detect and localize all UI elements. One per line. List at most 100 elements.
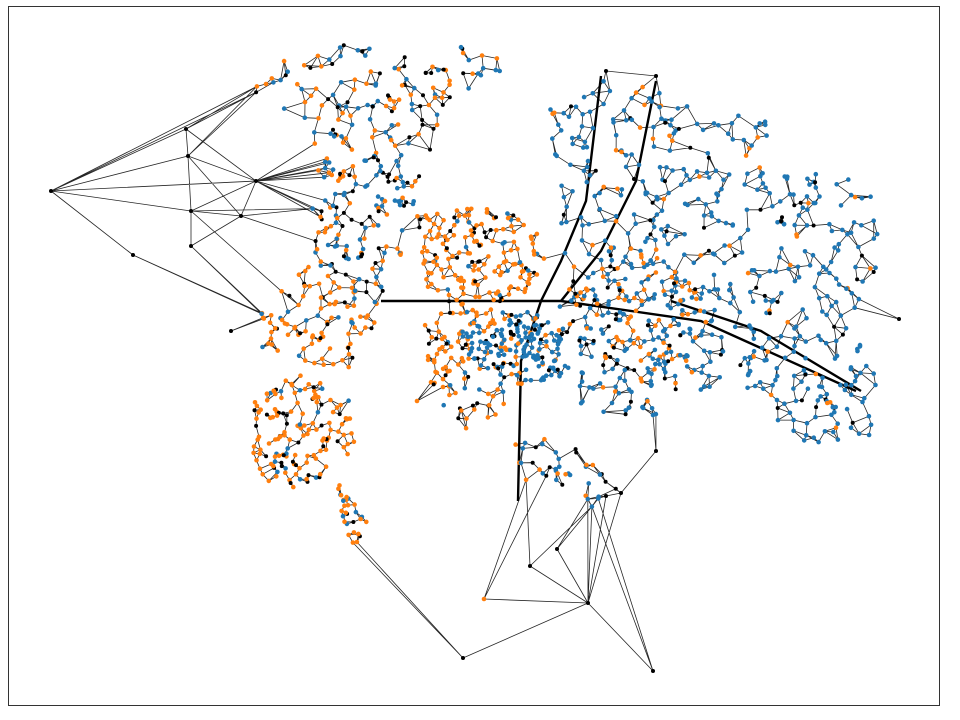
- node-cluster-b: [493, 412, 498, 417]
- node-cluster-a: [494, 327, 500, 333]
- node-cluster-a: [712, 287, 717, 292]
- node-unclassified: [508, 361, 513, 366]
- node-cluster-b: [697, 174, 702, 179]
- node-cluster-b: [391, 105, 397, 111]
- node-cluster-b: [318, 259, 324, 264]
- node-cluster-b: [525, 279, 530, 285]
- node-unclassified: [371, 155, 376, 160]
- node-cluster-a: [404, 76, 409, 82]
- node-cluster-b: [511, 239, 517, 245]
- node-cluster-a: [858, 370, 863, 376]
- node-unclassified: [370, 104, 375, 109]
- node-cluster-a: [333, 220, 339, 226]
- node-cluster-b: [296, 302, 301, 308]
- node-cluster-a: [398, 174, 404, 179]
- node-cluster-a: [665, 241, 671, 247]
- node-cluster-a: [378, 266, 384, 272]
- node-cluster-a: [297, 388, 303, 393]
- node-cluster-a: [502, 240, 507, 245]
- node-cluster-b: [679, 284, 685, 289]
- node-cluster-b: [322, 229, 328, 235]
- node-cluster-a: [567, 472, 573, 478]
- node-unclassified: [528, 564, 532, 568]
- node-cluster-a: [488, 349, 494, 355]
- node-cluster-a: [664, 333, 670, 339]
- node-unclassified: [584, 342, 589, 347]
- node-cluster-b: [311, 388, 317, 394]
- node-cluster-a: [682, 252, 687, 257]
- node-cluster-a: [597, 190, 602, 196]
- node-cluster-a: [657, 361, 662, 367]
- node-cluster-a: [409, 107, 415, 113]
- node-cluster-a: [817, 384, 822, 389]
- node-cluster-a: [578, 343, 584, 349]
- node-unclassified: [664, 229, 669, 234]
- node-cluster-a: [701, 348, 707, 354]
- node-cluster-a: [435, 67, 441, 73]
- node-cluster-b: [274, 413, 280, 418]
- node-cluster-a: [698, 296, 703, 301]
- node-cluster-a: [367, 117, 373, 122]
- node-cluster-b: [376, 205, 381, 211]
- node-unclassified: [405, 180, 410, 185]
- node-cluster-b: [317, 471, 323, 477]
- node-cluster-a: [728, 281, 733, 287]
- node-cluster-a: [505, 211, 510, 216]
- node-cluster-a: [601, 409, 606, 415]
- node-cluster-a: [791, 192, 796, 197]
- node-cluster-a: [476, 330, 482, 336]
- node-cluster-b: [276, 453, 282, 459]
- node-cluster-b: [452, 272, 458, 278]
- node-cluster-a: [763, 298, 769, 303]
- node-cluster-a: [805, 207, 810, 212]
- node-cluster-a: [715, 287, 721, 292]
- node-unclassified: [850, 420, 855, 425]
- node-cluster-b: [342, 503, 347, 509]
- node-unclassified: [840, 332, 845, 337]
- node-cluster-a: [856, 431, 862, 437]
- node-cluster-a: [482, 349, 488, 355]
- node-cluster-a: [609, 257, 615, 263]
- node-cluster-a: [272, 459, 278, 464]
- node-cluster-a: [662, 292, 668, 298]
- node-unclassified: [648, 218, 653, 223]
- node-cluster-b: [279, 317, 285, 323]
- node-unclassified: [319, 402, 324, 407]
- node-cluster-b: [260, 472, 265, 477]
- node-cluster-a: [545, 320, 551, 325]
- node-unclassified: [754, 285, 759, 290]
- node-cluster-a: [699, 291, 705, 296]
- node-unclassified: [376, 246, 381, 251]
- node-unclassified: [514, 322, 519, 327]
- node-cluster-a: [573, 104, 579, 110]
- node-cluster-a: [711, 272, 717, 278]
- node-unclassified: [475, 356, 480, 361]
- node-cluster-a: [322, 159, 328, 165]
- node-cluster-b: [408, 92, 414, 98]
- node-cluster-b: [488, 307, 494, 312]
- node-cluster-a: [618, 193, 624, 198]
- node-cluster-b: [349, 285, 355, 291]
- node-cluster-b: [463, 425, 469, 431]
- node-cluster-a: [627, 337, 633, 343]
- node-cluster-a: [607, 88, 613, 94]
- node-cluster-b: [273, 391, 278, 397]
- node-cluster-b: [318, 448, 323, 454]
- node-unclassified: [281, 411, 286, 416]
- node-unclassified: [431, 126, 436, 131]
- node-cluster-a: [730, 137, 736, 142]
- node-cluster-b: [509, 371, 514, 377]
- node-cluster-a: [500, 389, 506, 395]
- node-cluster-a: [745, 227, 751, 233]
- node-unclassified: [359, 221, 364, 226]
- node-cluster-b: [271, 463, 276, 469]
- node-cluster-b: [508, 248, 514, 253]
- node-cluster-a: [466, 352, 472, 357]
- node-cluster-b: [479, 221, 484, 227]
- node-unclassified: [477, 243, 482, 248]
- node-cluster-a: [690, 339, 696, 344]
- node-unclassified: [279, 460, 284, 465]
- node-cluster-b: [281, 58, 287, 64]
- node-cluster-b: [362, 236, 367, 241]
- node-cluster-b: [641, 260, 646, 266]
